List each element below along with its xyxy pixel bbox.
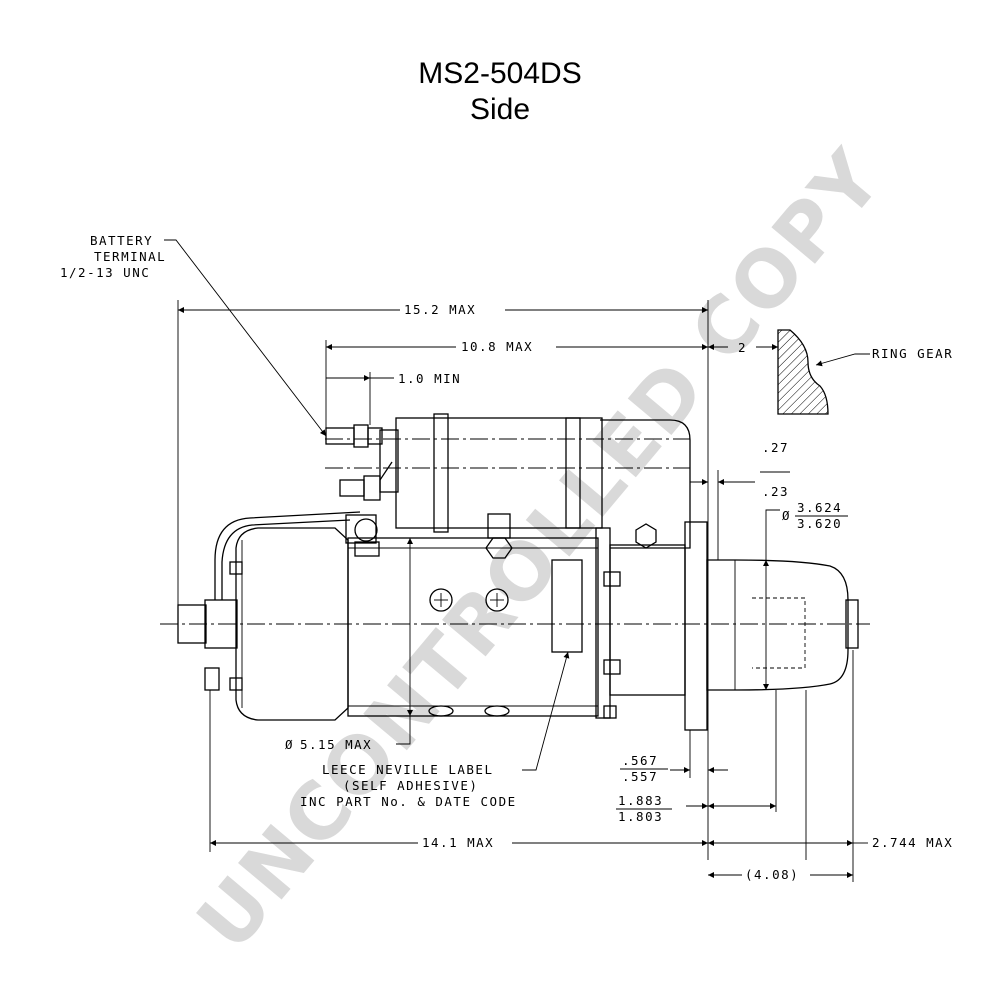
battery-label-line1: BATTERY [90, 233, 153, 248]
dim-pinion-bottom: 1.803 [618, 809, 663, 824]
drawing-title: MS2-504DS Side [0, 56, 1000, 128]
ring-gear-label: RING GEAR [872, 346, 953, 361]
uncontrolled-copy-watermark: UNCONTROLLED COPY [181, 134, 901, 968]
leece-label-line1: LEECE NEVILLE LABEL [322, 762, 494, 777]
dim-pilot-dia-top: 3.624 [797, 500, 842, 515]
dim-body-dia: 5.15 MAX [300, 737, 372, 752]
leece-label-line2: (SELF ADHESIVE) [343, 778, 478, 793]
dia-symbol-pilot: Ø [782, 508, 791, 523]
dim-pinion-top: 1.883 [618, 793, 663, 808]
dim-overall-length: 15.2 MAX [404, 302, 476, 317]
battery-label-line3: 1/2-13 UNC [60, 265, 150, 280]
dim-pilot-dia-bottom: 3.620 [797, 516, 842, 531]
dim-flange-top: .567 [622, 753, 658, 768]
dia-symbol-body: Ø [285, 737, 294, 752]
ring-gear-section [777, 329, 829, 415]
dim-reference-length: (4.08) [745, 867, 799, 882]
battery-label-line2: TERMINAL [94, 249, 166, 264]
drive-nose [706, 559, 859, 691]
dim-nose-length: 2.744 MAX [872, 835, 953, 850]
view-name: Side [469, 93, 531, 126]
dim-flange-bottom: .557 [622, 769, 658, 784]
model-number: MS2-504DS [418, 57, 582, 90]
dim-offset-bottom: .23 [762, 484, 789, 499]
dim-offset-top: .27 [762, 440, 789, 455]
dim-solenoid-length: 10.8 MAX [461, 339, 533, 354]
leece-neville-label: LEECE NEVILLE LABEL (SELF ADHESIVE) INC … [300, 762, 517, 809]
leece-label-line3: INC PART No. & DATE CODE [300, 794, 517, 809]
dim-body-length: 14.1 MAX [422, 835, 494, 850]
battery-terminal-label: BATTERY TERMINAL 1/2-13 UNC [60, 233, 166, 280]
dim-terminal-min: 1.0 MIN [398, 371, 461, 386]
dim-gear-clearance: 2 [738, 340, 747, 355]
solenoid [325, 413, 691, 549]
